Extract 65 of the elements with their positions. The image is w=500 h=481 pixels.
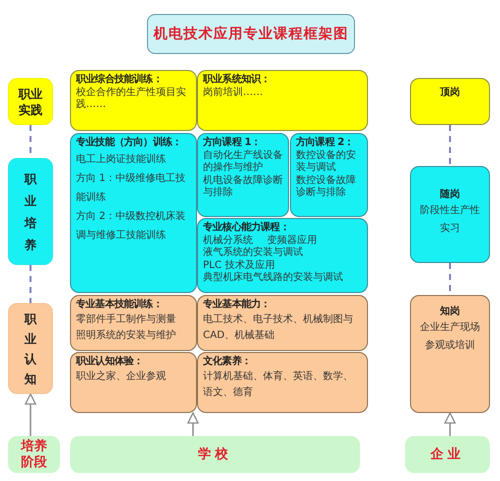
course-item: 方向 1：中级维修电工技能训练 <box>76 172 187 204</box>
course-item: 电工上岗证技能训练 <box>76 152 167 166</box>
course-item: 机电设备故障诊断与排除 <box>203 174 283 200</box>
course-panel <box>70 295 197 351</box>
course-heading: 职业系统知识： <box>203 74 272 86</box>
base-label: 培养阶段 <box>20 438 48 470</box>
course-item: 校企合作的生产性项目实践…… <box>76 86 187 112</box>
course-heading: 文化素养： <box>203 356 252 368</box>
title-banner: 机电技术应用专业课程框架图 <box>147 14 355 54</box>
dashed-connector <box>449 125 451 166</box>
post-heading: 知岗 <box>439 306 461 318</box>
course-item: 自动化生产线设备的操作与维护 <box>203 150 283 174</box>
course-panel <box>197 133 289 217</box>
course-item: 岗前培训…… <box>203 86 264 99</box>
base-label: 企业 <box>430 446 464 462</box>
course-heading: 方向课程 2： <box>296 137 355 150</box>
course-item: 照明系统的安装与维护 <box>76 328 177 342</box>
course-panel <box>197 218 368 293</box>
hollow-arrow <box>24 393 36 436</box>
course-item: 数控设备故障诊断与排除 <box>296 174 357 200</box>
course-heading: 方向课程 1： <box>203 137 262 150</box>
post-text: 企业生产现场参观或培训 <box>419 320 481 352</box>
course-heading: 专业基本技能训练： <box>76 299 164 312</box>
post-heading: 顶岗 <box>438 87 461 100</box>
course-item: 数控设备的安装与调试 <box>296 150 357 174</box>
stage-panel <box>8 303 53 394</box>
course-heading: 职业综合技能训练： <box>76 74 164 86</box>
course-panel <box>70 70 197 131</box>
base-label: 学校 <box>198 446 232 462</box>
course-item: 电工技术、电子技术、机械制图与CAD、机械基础 <box>203 312 354 342</box>
post-heading: 随岗 <box>439 189 461 202</box>
course-heading: 专业基本能力： <box>203 299 272 312</box>
course-panel <box>70 133 197 293</box>
course-item: 机械分系统 <box>203 234 253 246</box>
base-panel <box>405 436 490 473</box>
hollow-arrow <box>444 412 456 436</box>
course-item: 方向 2：中级数控机床装调与维修工技能训练 <box>76 210 187 242</box>
internship-panel <box>410 166 490 263</box>
internship-panel <box>410 78 490 125</box>
stage-label: 职业培养 <box>24 170 38 254</box>
course-item: 液气系统的安装与调试 <box>203 247 304 260</box>
dashed-connector <box>30 265 32 303</box>
stage-label: 职业实践 <box>17 86 44 118</box>
internship-panel <box>410 295 490 413</box>
course-heading: 职业认知体验： <box>76 356 144 368</box>
course-item: 计算机基础、体育、英语、数学、语文、德育 <box>203 370 354 400</box>
course-item: PLC 技术及应用 <box>203 260 276 272</box>
course-panel <box>70 352 197 413</box>
stage-panel <box>8 78 53 125</box>
hollow-arrow <box>187 412 199 436</box>
course-panel <box>197 352 368 413</box>
post-text: 阶段性生产性实习 <box>419 204 481 236</box>
stage-panel <box>8 158 53 265</box>
course-heading: 专业核心能力课程： <box>203 222 290 234</box>
course-item: 零部件手工制作与测量 <box>76 312 177 326</box>
base-panel <box>70 436 360 473</box>
base-panel <box>8 436 60 473</box>
course-panel <box>290 133 368 217</box>
course-item: 变频器应用 <box>267 234 317 246</box>
course-item: 职业之家、企业参观 <box>76 370 167 384</box>
course-item: 典型机床电气线路的安装与调试 <box>203 272 344 284</box>
course-heading: 专业技能（方向）训练： <box>76 137 183 150</box>
stage-label: 职业认知 <box>24 310 38 388</box>
course-panel <box>197 295 368 351</box>
course-panel <box>197 70 368 131</box>
